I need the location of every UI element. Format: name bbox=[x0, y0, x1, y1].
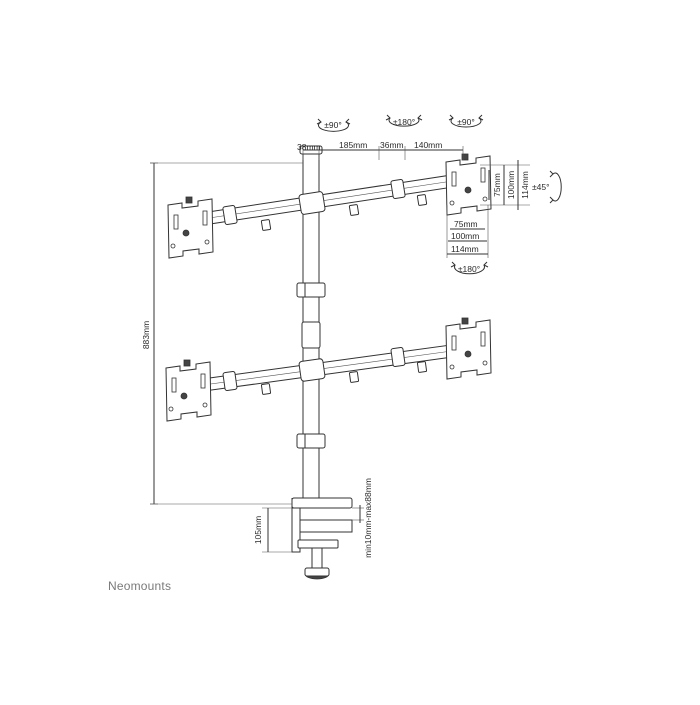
label-arm-185: 185mm bbox=[339, 140, 367, 150]
pole-collar-upper bbox=[296, 282, 326, 298]
label-vesa-v-114: 114mm bbox=[520, 171, 530, 199]
lower-arm bbox=[194, 343, 461, 395]
label-tilt: ±45° bbox=[532, 182, 550, 192]
label-vesa-v-75: 75mm bbox=[492, 173, 502, 197]
label-vesa-h-75: 75mm bbox=[454, 219, 478, 229]
rotation-swivel-left: ±90° bbox=[316, 118, 351, 132]
pole-collar-mid bbox=[301, 321, 321, 349]
vesa-plate-lower-right bbox=[445, 317, 492, 380]
label-vesa-v-100: 100mm bbox=[506, 171, 516, 199]
rotation-swivel-mid: ±180° bbox=[385, 114, 423, 127]
vesa-plate-upper-right bbox=[445, 153, 492, 216]
vesa-plate-lower-left bbox=[165, 359, 212, 422]
dimension-total-height: 883mm bbox=[141, 162, 303, 505]
label-arm-140: 140mm bbox=[414, 140, 442, 150]
upper-arm bbox=[194, 173, 461, 231]
label-clamp-height: 105mm bbox=[253, 516, 263, 544]
label-swivel-left: ±90° bbox=[324, 120, 342, 130]
label-swivel-mid: ±180° bbox=[393, 117, 415, 127]
rotation-swivel-right: ±90° bbox=[448, 114, 484, 128]
dimension-clamp-height: 105mm bbox=[253, 507, 292, 553]
label-arm-38: 38mm bbox=[297, 142, 321, 152]
label-desk-thickness: min10mm-max88mm bbox=[363, 478, 373, 558]
rotation-rotate: ±180° bbox=[450, 261, 489, 275]
brand-name: Neomounts bbox=[108, 579, 171, 593]
vesa-plate-upper-left bbox=[167, 196, 214, 259]
pole-collar-lower bbox=[296, 433, 326, 449]
dimension-vesa-horizontal: 75mm 100mm 114mm bbox=[446, 205, 489, 258]
label-total-height: 883mm bbox=[141, 321, 151, 349]
label-vesa-h-100: 100mm bbox=[451, 231, 479, 241]
label-vesa-h-114: 114mm bbox=[451, 244, 479, 254]
desk-clamp bbox=[291, 497, 353, 580]
dimension-vesa-vertical: 75mm 100mm 114mm bbox=[480, 160, 530, 210]
label-arm-36: 36mm bbox=[380, 140, 404, 150]
rotation-tilt: ±45° bbox=[532, 170, 562, 204]
dimension-desk-thickness: min10mm-max88mm bbox=[352, 478, 373, 558]
label-rotate: ±180° bbox=[458, 264, 480, 274]
dimension-arm-segments: 38mm 185mm 36mm 140mm bbox=[297, 140, 464, 160]
label-swivel-right: ±90° bbox=[457, 117, 475, 127]
